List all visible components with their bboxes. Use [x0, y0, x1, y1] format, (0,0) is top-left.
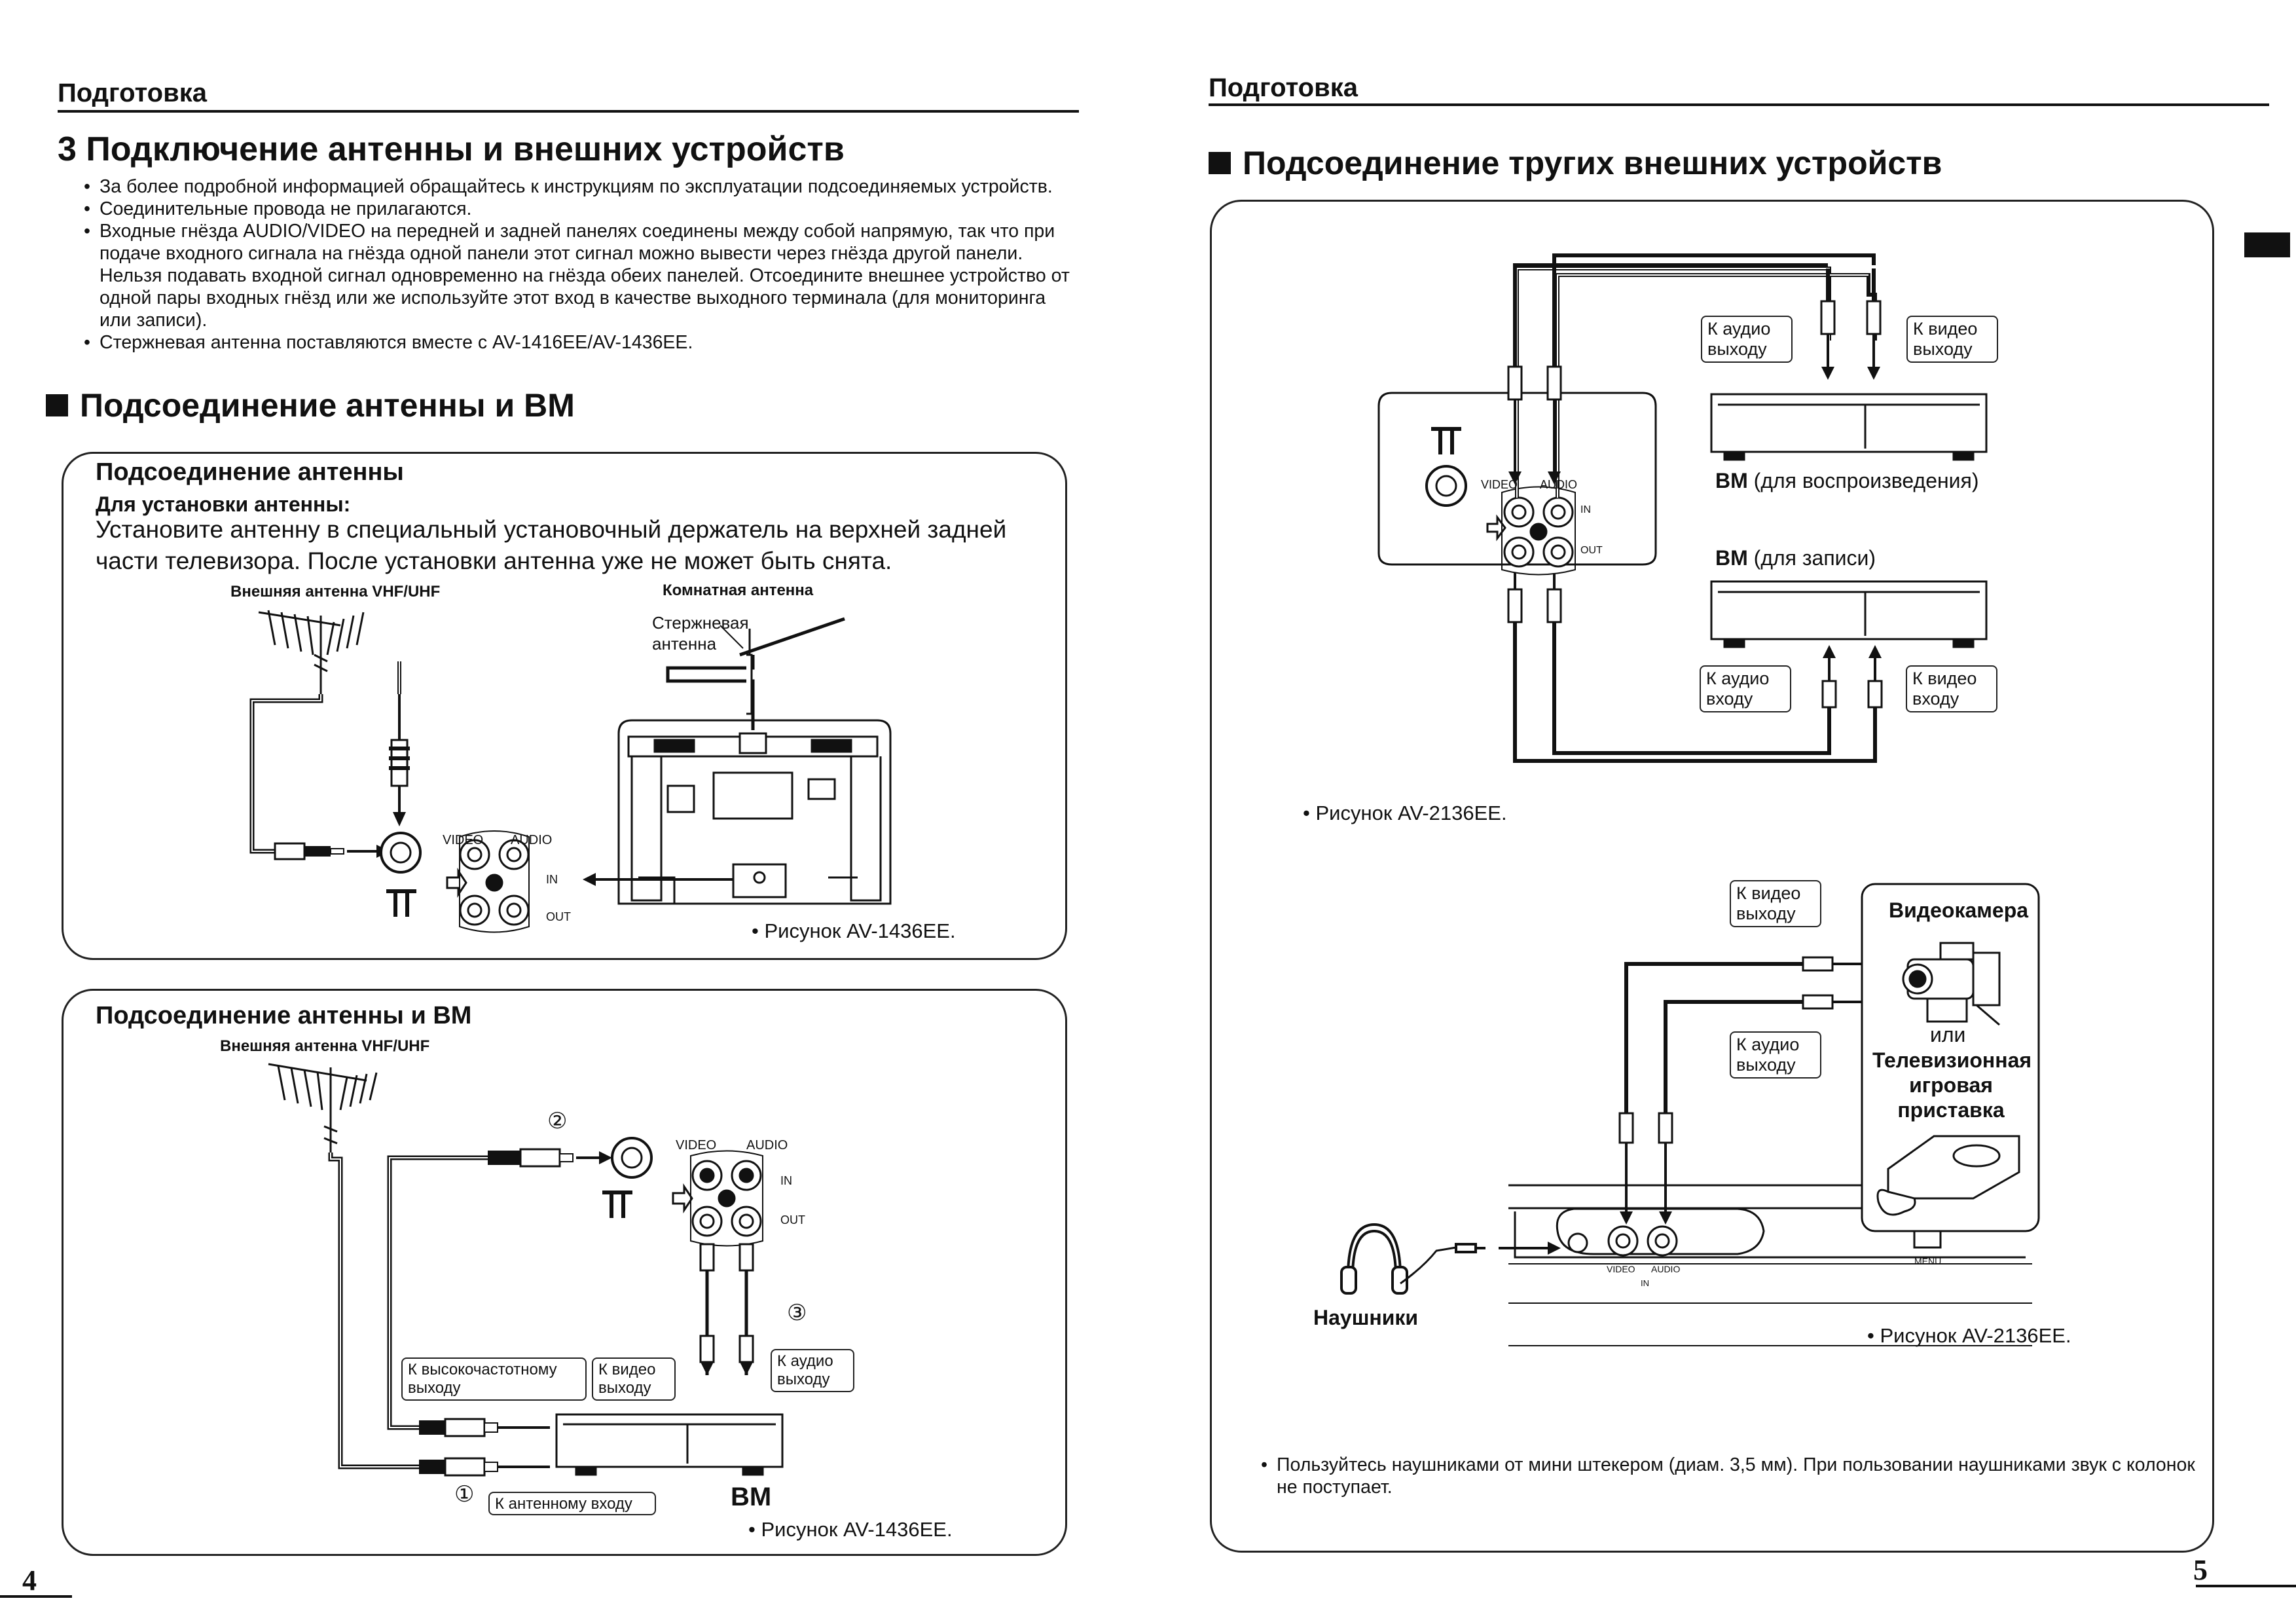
or-label: или	[1930, 1023, 1966, 1046]
vcr-dubbing-diagram	[1377, 253, 1988, 763]
in-label: IN	[546, 873, 558, 886]
square-bullet-icon	[1209, 152, 1231, 174]
footer-rule	[2196, 1585, 2296, 1587]
video-output-label-box: К видео выходу	[1906, 316, 1998, 363]
figure-caption: • Рисунок AV-1436EE.	[748, 1518, 953, 1541]
video-output-label-box: К видео выходу	[1730, 880, 1821, 927]
panel-title: Подсоединение антенны	[96, 458, 404, 486]
out-label: OUT	[1580, 545, 1603, 556]
ext-antenna-label: Внешняя антенна VHF/UHF	[230, 583, 441, 600]
tab-marker	[2244, 232, 2290, 257]
out-label: OUT	[780, 1213, 805, 1227]
video-output-label-box: К видео выходу	[592, 1357, 676, 1401]
camcorder-icon	[1902, 942, 2001, 1026]
antenna-symbol-icon	[386, 889, 416, 917]
step-2-marker: ②	[547, 1109, 568, 1134]
header-rule	[58, 110, 1079, 113]
section-header: Подготовка	[1209, 73, 1358, 102]
in-label: IN	[1580, 504, 1591, 515]
section-title-text: Подсоединение антенны и ВМ	[80, 387, 575, 424]
vcr-playback-label: ВМ (для воспроизведения)	[1715, 469, 1979, 492]
vcr-icon	[555, 1413, 784, 1476]
section-title: Подсоединение тругих внешних устройств	[1209, 144, 1942, 182]
header-rule	[1209, 103, 2269, 106]
section-header: Подготовка	[58, 79, 207, 107]
tv-rear-icon	[617, 719, 892, 905]
bullet-item: Соединительные провода не прилагаются.	[84, 198, 1082, 220]
audio-input-label-box: К аудио входу	[1700, 665, 1791, 712]
video-label: VIDEO	[676, 1138, 717, 1153]
vcr-label: ВМ	[731, 1483, 772, 1511]
page-number: 5	[2193, 1554, 2208, 1586]
camcorder-label: Видеокамера	[1889, 898, 2029, 922]
right-page: Подготовка Подсоединение тругих внешних …	[1148, 0, 2296, 1624]
figure-caption: • Рисунок AV-2136EE.	[1867, 1324, 2071, 1347]
page-number: 4	[22, 1564, 37, 1596]
step-1-marker: ①	[454, 1482, 475, 1507]
video-label: VIDEO	[443, 833, 484, 847]
section-title-text: Подсоединение тругих внешних устройств	[1243, 145, 1942, 181]
audio-output-label-box: К аудио выходу	[771, 1349, 854, 1392]
game-console-icon	[1876, 1135, 2020, 1216]
out-label: OUT	[546, 910, 571, 923]
audio-label: AUDIO	[511, 833, 553, 847]
panel-title: Подсоединение антенны и ВМ	[96, 1002, 472, 1029]
rod-antenna-label: Стержневая антенна	[652, 613, 749, 654]
audio-label: AUDIO	[1651, 1264, 1681, 1274]
step-3-marker: ③	[787, 1301, 807, 1325]
panel-subtitle: Для установки антенны:	[96, 492, 351, 516]
bullet-item: Стержневая антенна поставляются вместе с…	[84, 331, 1082, 354]
figure-caption: • Рисунок AV-2136EE.	[1303, 802, 1507, 824]
in-label: IN	[780, 1174, 792, 1187]
game-console-label: Телевизионная игровая приставка	[1872, 1048, 2032, 1122]
figure-caption: • Рисунок AV-1436EE.	[752, 919, 956, 942]
antenna-diagram-1	[249, 610, 892, 933]
section-title: Подсоединение антенны и ВМ	[46, 386, 575, 424]
headphones-icon	[1340, 1223, 1485, 1295]
video-label: VIDEO	[1607, 1264, 1635, 1274]
audio-label: AUDIO	[1540, 478, 1578, 491]
headphones-label: Наушники	[1313, 1306, 1419, 1329]
bullet-item: Входные гнёзда AUDIO/VIDEO на передней и…	[84, 220, 1082, 331]
vhf-uhf-antenna-icon	[258, 610, 365, 694]
antenna-input-label-box: К антенному входу	[488, 1492, 656, 1515]
video-label: VIDEO	[1481, 478, 1518, 491]
intro-bullets: За более подробной информацией обращайте…	[79, 175, 1082, 354]
install-instructions: Установите антенну в специальный установ…	[96, 516, 1007, 574]
footer-rule	[0, 1595, 72, 1598]
note-text: Пользуйтесь наушниками от мини штекером …	[1261, 1454, 2219, 1498]
front-panel-diagram	[1340, 883, 2040, 1346]
left-page: Подготовка 3 Подключение антенны и внешн…	[0, 0, 1148, 1624]
ext-antenna-label: Внешняя антенна VHF/UHF	[220, 1037, 430, 1055]
video-input-label-box: К видео входу	[1906, 665, 1997, 712]
rf-output-label-box: К высокочастотному выходу	[401, 1357, 587, 1401]
room-antenna-label: Комнатная антенна	[663, 581, 814, 599]
in-label: IN	[1641, 1278, 1649, 1288]
antenna-panel	[62, 452, 1067, 960]
vcr-record-label: ВМ (для записи)	[1715, 546, 1876, 570]
audio-output-label-box: К аудио выходу	[1730, 1031, 1821, 1079]
vhf-uhf-antenna-icon	[268, 1063, 378, 1153]
antenna-vcr-diagram	[268, 1063, 784, 1477]
main-title: 3 Подключение антенны и внешних устройст…	[58, 130, 845, 168]
audio-output-label-box: К аудио выходу	[1701, 316, 1793, 363]
headphone-note: Пользуйтесь наушниками от мини штекером …	[1256, 1454, 2219, 1498]
menu-label: MENU	[1914, 1256, 1942, 1266]
vcr-record-icon	[1710, 580, 1988, 648]
square-bullet-icon	[46, 394, 68, 416]
bullet-item: За более подробной информацией обращайте…	[84, 175, 1082, 198]
audio-label: AUDIO	[746, 1138, 788, 1153]
vcr-playback-icon	[1710, 393, 1988, 461]
